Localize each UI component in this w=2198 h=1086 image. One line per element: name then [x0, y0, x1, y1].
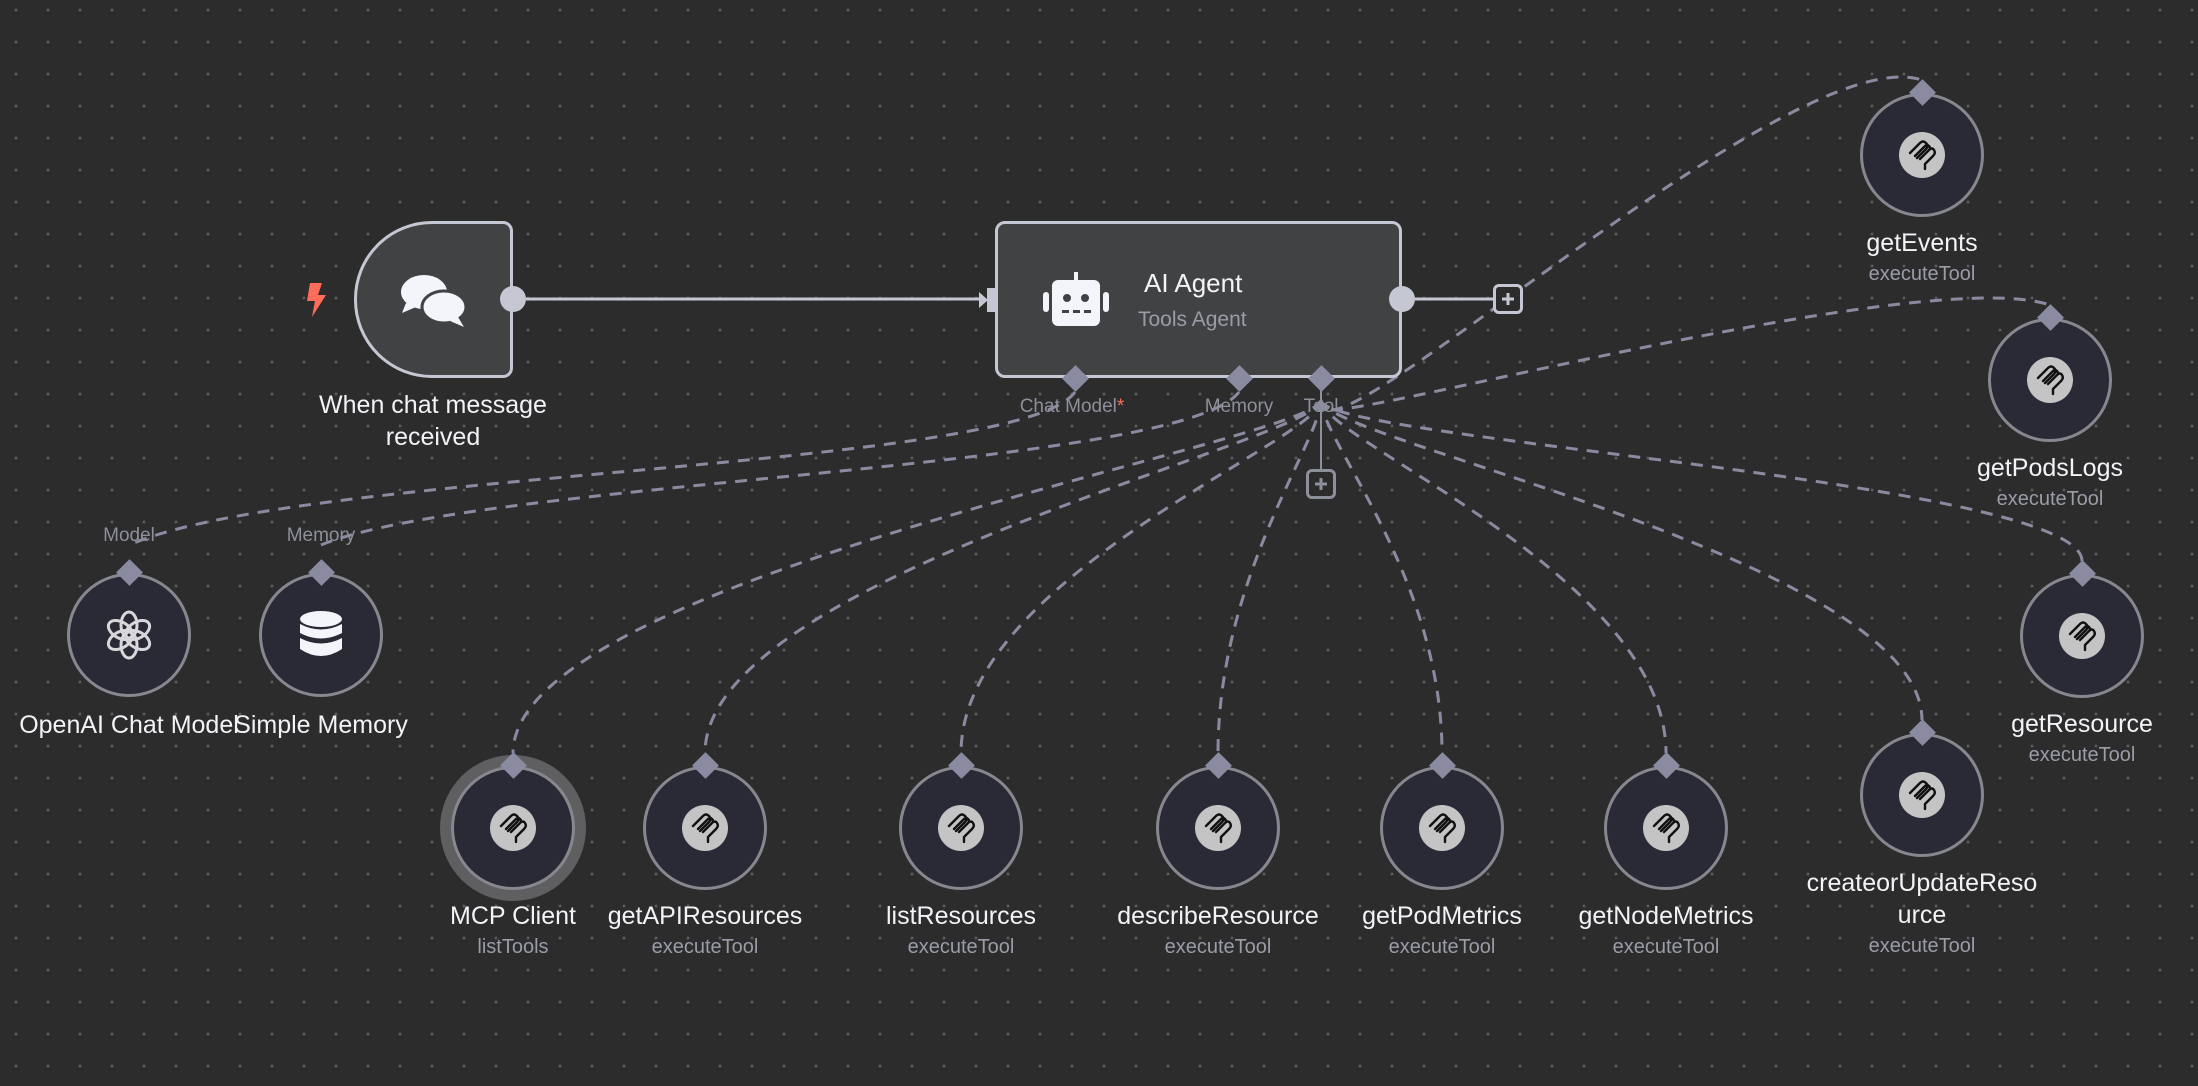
tool-node-label: getNodeMetrics executeTool	[1578, 900, 1753, 962]
tool-node-getPodsLogs[interactable]	[1988, 318, 2112, 442]
connection-podm-to-agent[interactable]	[1319, 399, 1444, 754]
agent-output-handle[interactable]	[1389, 286, 1415, 312]
agent-subtitle: Tools Agent	[1138, 308, 1247, 331]
connection-model-to-agent[interactable]	[128, 391, 1077, 547]
tool-subtitle: executeTool	[1612, 936, 1720, 958]
tool-subtitle: listTools	[477, 936, 549, 958]
memory-node-port-label: Memory	[286, 525, 356, 546]
tool-node-describeResource[interactable]	[1156, 766, 1280, 890]
connection-memory-to-agent[interactable]	[320, 391, 1241, 547]
mcp-icon	[1899, 132, 1945, 178]
trigger-output-handle[interactable]	[500, 286, 526, 312]
tool-node-MCP Client[interactable]	[451, 766, 575, 890]
tool-node-getPodMetrics[interactable]	[1380, 766, 1504, 890]
mcp-icon	[1643, 805, 1689, 851]
trigger-title-line2: received	[385, 423, 481, 451]
simple-memory-title: Simple Memory	[234, 711, 408, 739]
tool-subtitle: executeTool	[651, 936, 759, 958]
tool-title: getEvents	[1866, 229, 1978, 257]
trigger-label: When chat message received	[319, 389, 547, 453]
connection-describe-to-agent[interactable]	[1216, 399, 1323, 754]
tool-node-label: getPodMetrics executeTool	[1362, 900, 1522, 962]
add-node-button[interactable]	[1493, 284, 1523, 314]
connection-mcp-to-agent[interactable]	[511, 399, 1323, 754]
tool-subtitle: executeTool	[2028, 744, 2136, 766]
trigger-node-when-chat-message[interactable]	[354, 221, 513, 378]
openai-node-title: OpenAI Chat Model	[19, 711, 239, 739]
tool-node-label: describeResource executeTool	[1117, 900, 1319, 962]
trigger-title-line1: When chat message	[319, 391, 547, 419]
connection-logs-to-agent[interactable]	[1330, 296, 2051, 412]
tool-title: getResource	[2011, 710, 2153, 738]
tool-node-label: MCP Client listTools	[450, 900, 576, 962]
mcp-icon	[2059, 613, 2105, 659]
tool-subtitle: executeTool	[1388, 936, 1496, 958]
tool-title: getPodMetrics	[1362, 902, 1522, 930]
tool-node-label: getAPIResources executeTool	[608, 900, 803, 962]
mcp-icon	[2027, 357, 2073, 403]
connection-events-to-agent[interactable]	[1330, 75, 1923, 412]
tool-title: listResources	[885, 902, 1037, 930]
agent-input-handle[interactable]	[979, 288, 999, 317]
tool-node-label: listResources executeTool	[886, 900, 1036, 962]
tool-node-getEvents[interactable]	[1860, 93, 1984, 217]
tool-title: getAPIResources	[607, 902, 803, 930]
chat-model-label-text: Chat Model	[1019, 396, 1117, 417]
connection-api-to-agent[interactable]	[703, 399, 1323, 754]
tool-node-listResources[interactable]	[899, 766, 1023, 890]
tool-node-label: getPodsLogs executeTool	[1977, 452, 2123, 514]
required-asterisk: *	[1116, 396, 1125, 417]
add-tool-button[interactable]	[1306, 469, 1336, 499]
tool-node-label: getResource executeTool	[2011, 708, 2153, 770]
tool-title: describeResource	[1117, 902, 1319, 930]
connection-cu-to-agent[interactable]	[1319, 399, 1924, 721]
chat-model-port-label: Chat Model*	[1020, 396, 1125, 418]
robot-icon	[1043, 272, 1109, 328]
tool-title: getPodsLogs	[1977, 454, 2123, 482]
connection-nodem-to-agent[interactable]	[1319, 399, 1668, 754]
tool-subtitle: executeTool	[907, 936, 1015, 958]
tool-subtitle: executeTool	[1996, 488, 2104, 510]
trigger-bolt-icon	[304, 283, 328, 322]
tool-node-createorUpdateResource[interactable]	[1860, 733, 1984, 857]
openai-node-label: OpenAI Chat Model	[19, 709, 239, 741]
tool-node-label: createorUpdateReso urce executeTool	[1807, 867, 2038, 961]
chat-bubbles-icon	[357, 224, 510, 375]
model-port-label: Model	[103, 525, 155, 546]
mcp-icon	[1195, 805, 1241, 851]
mcp-icon	[1899, 772, 1945, 818]
tool-node-getNodeMetrics[interactable]	[1604, 766, 1728, 890]
memory-port-label: Memory	[1204, 396, 1274, 417]
tool-title: MCP Client	[450, 902, 576, 930]
tool-node-getResource[interactable]	[2020, 574, 2144, 698]
simple-memory-label: Simple Memory	[234, 709, 408, 741]
database-icon	[262, 576, 380, 694]
tool-node-getAPIResources[interactable]	[643, 766, 767, 890]
mcp-icon	[682, 805, 728, 851]
mcp-icon	[490, 805, 536, 851]
connection-list-to-agent[interactable]	[959, 399, 1323, 754]
plus-icon	[1502, 293, 1514, 305]
tool-title: getNodeMetrics	[1578, 902, 1754, 930]
agent-title: AI Agent	[1144, 268, 1243, 298]
mcp-icon	[938, 805, 984, 851]
simple-memory-node[interactable]	[259, 573, 383, 697]
tool-title-line1: createorUpdateReso	[1806, 869, 2038, 897]
openai-icon	[70, 576, 188, 694]
tool-subtitle: executeTool	[1868, 935, 1976, 957]
mcp-icon	[1419, 805, 1465, 851]
ai-agent-node[interactable]: AI Agent Tools Agent	[995, 221, 1402, 378]
tool-title-line2: urce	[1897, 901, 1947, 929]
plus-icon	[1315, 478, 1327, 490]
tool-subtitle: executeTool	[1164, 936, 1272, 958]
tool-subtitle: executeTool	[1868, 263, 1976, 285]
connection-getres-to-agent[interactable]	[1319, 399, 2084, 562]
tool-port-label: Tool	[1303, 396, 1339, 417]
tool-node-label: getEvents executeTool	[1866, 227, 1977, 289]
openai-chat-model-node[interactable]	[67, 573, 191, 697]
